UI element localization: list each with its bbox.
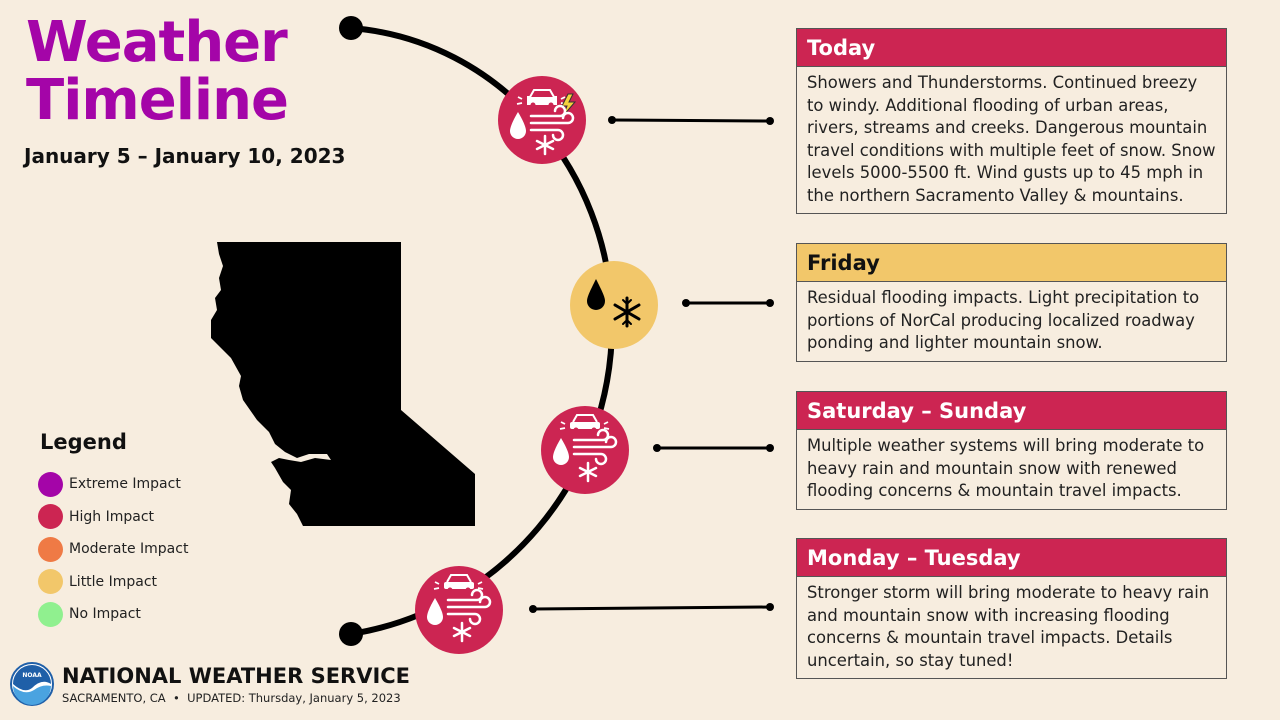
legend-dot-none xyxy=(38,601,63,627)
timeline-card-monday-tuesday: Monday – Tuesday Stronger storm will bri… xyxy=(796,538,1227,679)
raindrop-icon xyxy=(553,438,569,465)
timeline-card-saturday-sunday: Saturday – Sunday Multiple weather syste… xyxy=(796,391,1227,510)
car-icon xyxy=(516,89,567,108)
page-title: Weather Timeline xyxy=(26,10,289,133)
card-period: Today xyxy=(797,29,1226,67)
card-description: Multiple weather systems will bring mode… xyxy=(807,436,1205,500)
wind-icon xyxy=(572,428,618,466)
legend-dot-moderate xyxy=(38,536,63,562)
event-icon-friday xyxy=(570,261,658,349)
snowflake-icon xyxy=(613,296,641,328)
legend-label: Extreme Impact xyxy=(69,476,181,493)
card-period: Monday – Tuesday xyxy=(797,539,1226,577)
legend-item-extreme: Extreme Impact xyxy=(38,468,188,501)
legend-dot-little xyxy=(38,569,63,595)
snowflake-icon xyxy=(535,134,555,156)
legend-item-moderate: Moderate Impact xyxy=(38,533,188,566)
region-map xyxy=(211,242,475,526)
legend-label: High Impact xyxy=(69,508,155,525)
legend-item-high: High Impact xyxy=(38,501,188,534)
event-icon-saturday-sunday xyxy=(541,406,629,494)
org-name: NATIONAL WEATHER SERVICE xyxy=(62,663,411,688)
wind-icon xyxy=(446,588,492,626)
updated-timestamp: UPDATED: Thursday, January 5, 2023 xyxy=(187,690,401,705)
title-line-2: Timeline xyxy=(26,68,289,133)
raindrop-icon xyxy=(510,112,526,139)
card-period: Saturday – Sunday xyxy=(797,392,1226,430)
snowflake-icon xyxy=(452,621,472,643)
event-icon-monday-tuesday xyxy=(415,566,503,654)
legend-dot-extreme xyxy=(38,471,63,497)
card-description: Residual flooding impacts. Light precipi… xyxy=(807,288,1200,352)
legend-dot-high xyxy=(38,504,63,530)
footer: NOAA NATIONAL WEATHER SERVICE SACRAMENTO… xyxy=(10,662,410,706)
snowflake-icon xyxy=(578,461,598,483)
legend-label: Moderate Impact xyxy=(69,541,189,558)
wind-icon xyxy=(529,104,575,142)
legend-item-none: No Impact xyxy=(38,598,188,631)
legend-label: Little Impact xyxy=(69,573,158,590)
event-icon-today xyxy=(498,76,586,164)
noaa-logo-icon: NOAA xyxy=(10,662,54,706)
card-period: Friday xyxy=(797,244,1226,282)
legend-label: No Impact xyxy=(69,606,141,623)
card-description: Showers and Thunderstorms. Continued bre… xyxy=(807,73,1216,205)
timeline-card-today: Today Showers and Thunderstorms. Continu… xyxy=(796,28,1227,214)
date-range: January 5 – January 10, 2023 xyxy=(24,144,346,168)
car-icon xyxy=(433,574,484,593)
title-line-1: Weather xyxy=(26,10,288,75)
office-location: SACRAMENTO, CA xyxy=(62,690,166,705)
legend: Legend Extreme Impact High Impact Modera… xyxy=(38,430,188,631)
footer-subline: SACRAMENTO, CA • UPDATED: Thursday, Janu… xyxy=(62,690,401,705)
svg-text:NOAA: NOAA xyxy=(22,672,42,679)
raindrop-icon xyxy=(587,279,605,310)
legend-title: Legend xyxy=(40,430,127,454)
legend-item-little: Little Impact xyxy=(38,566,188,599)
timeline-card-friday: Friday Residual flooding impacts. Light … xyxy=(796,243,1227,362)
card-description: Stronger storm will bring moderate to he… xyxy=(807,583,1210,670)
raindrop-icon xyxy=(427,598,443,625)
car-icon xyxy=(559,414,610,433)
